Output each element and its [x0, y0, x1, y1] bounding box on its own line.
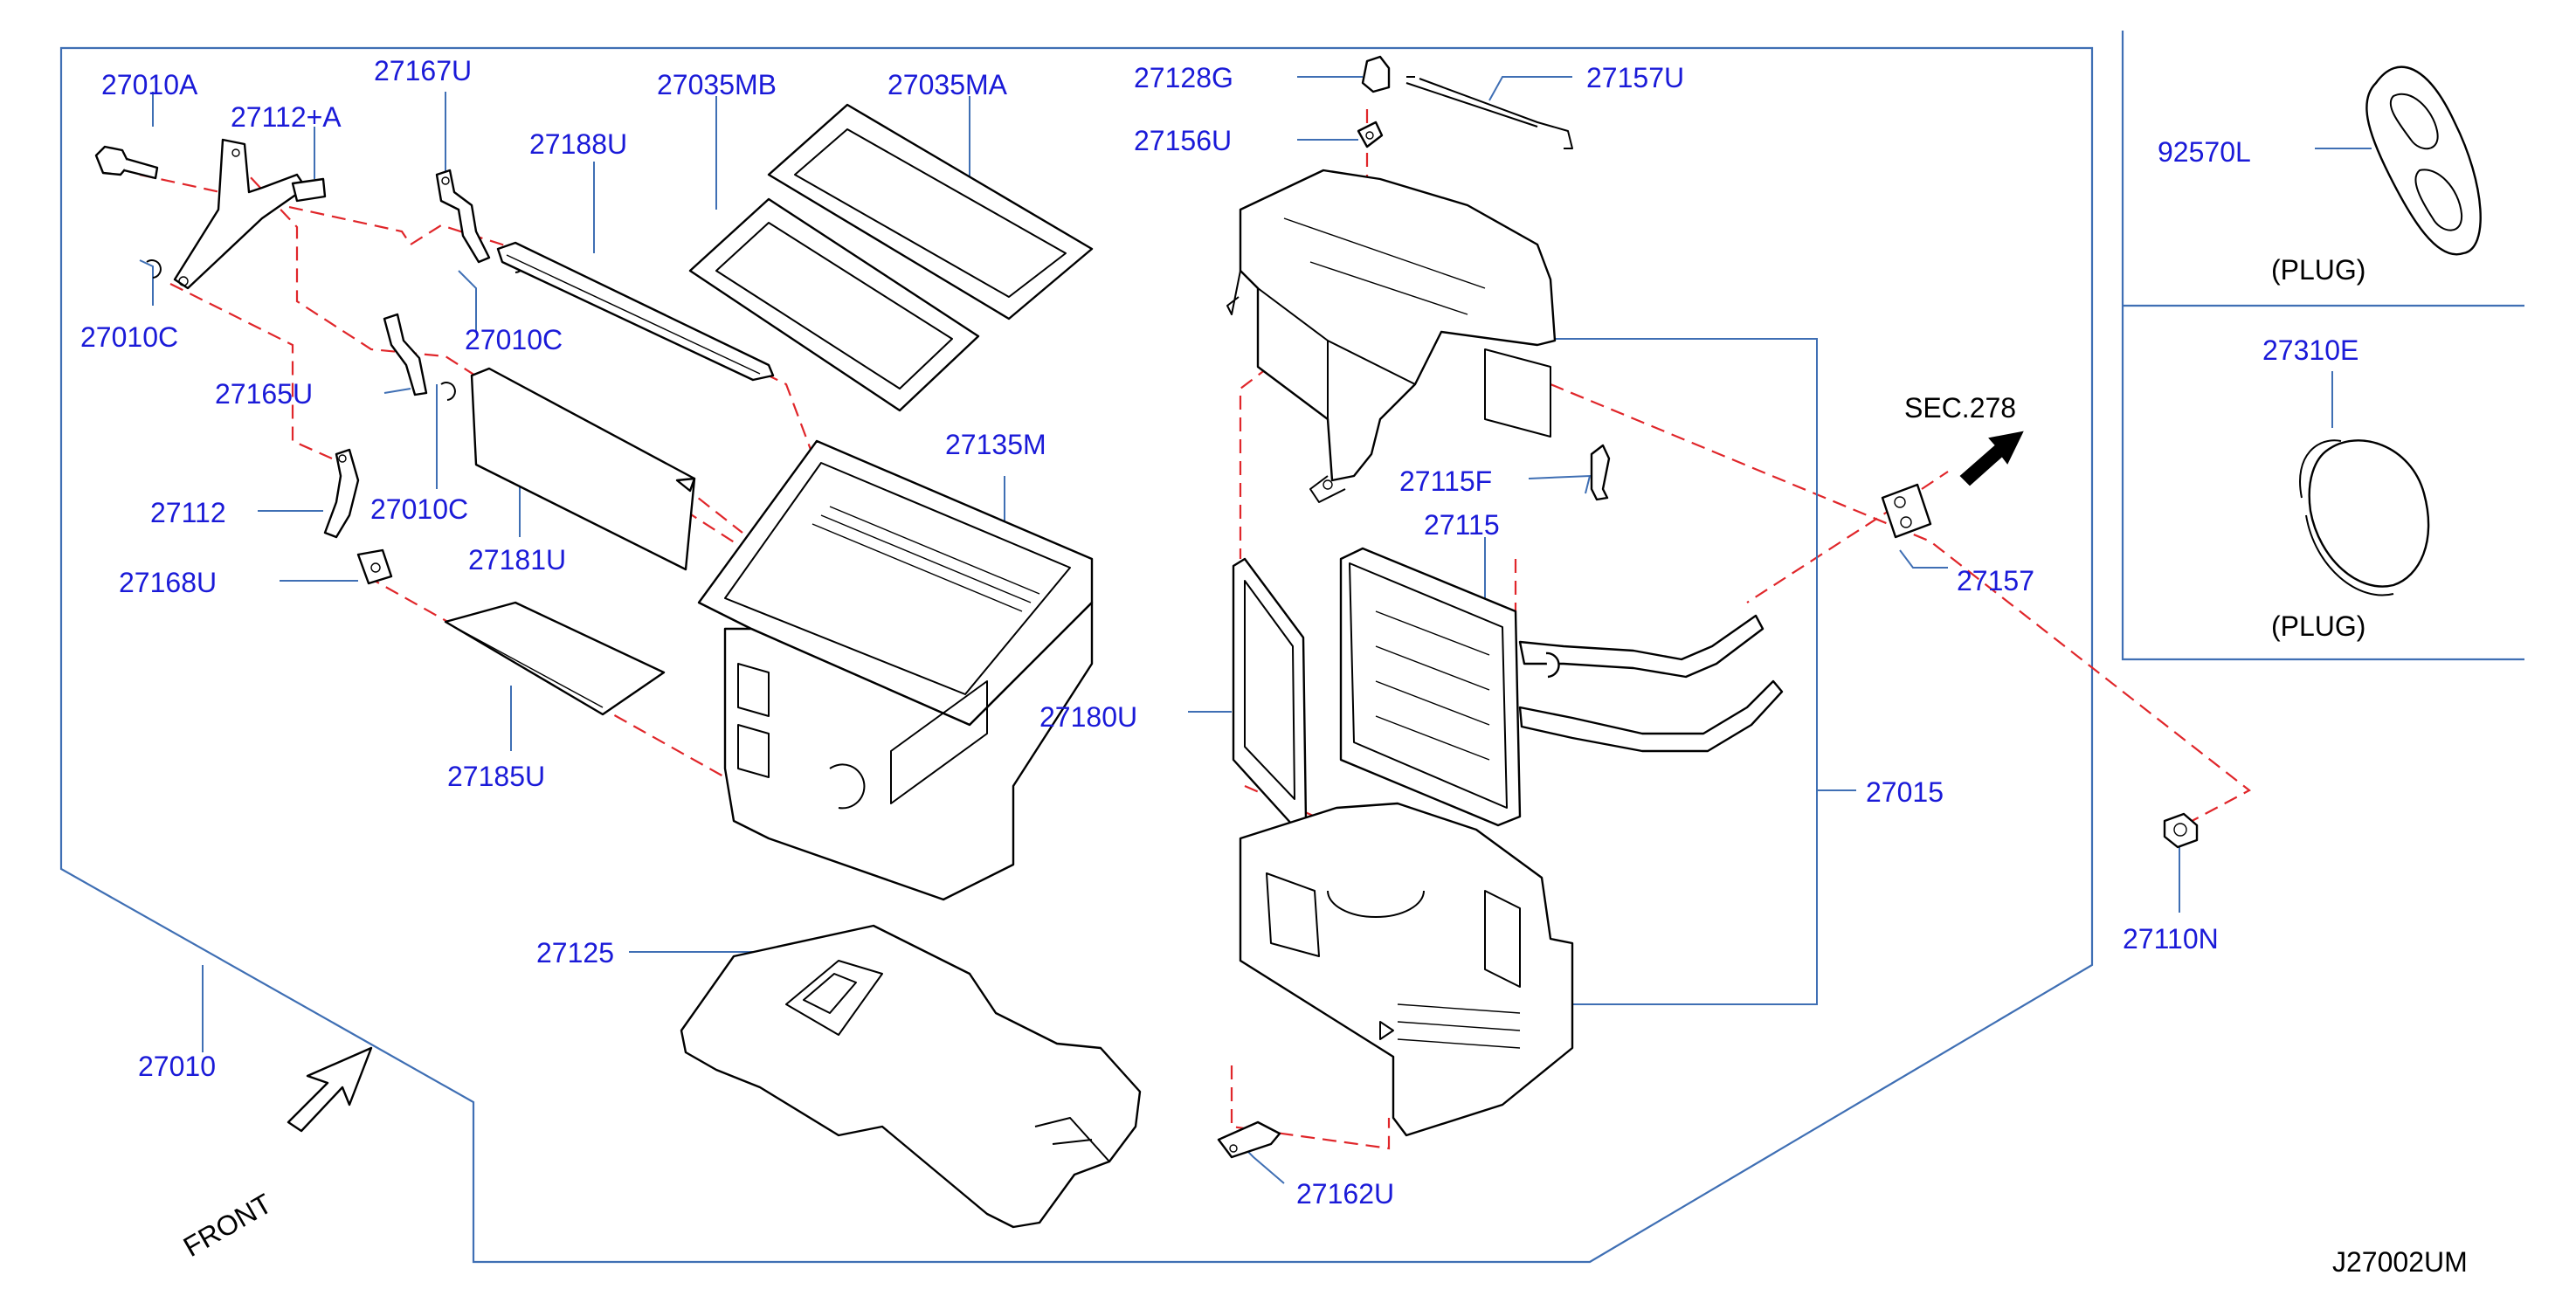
sec-arrow-icon	[1959, 431, 2024, 486]
label-27125: 27125	[536, 937, 614, 969]
label-27010: 27010	[138, 1051, 216, 1082]
filter-frame-27035MB	[688, 197, 980, 412]
label-27010C-3: 27010C	[370, 493, 468, 525]
filter-27180U	[1232, 557, 1308, 827]
label-sec-278: SEC.278	[1904, 392, 2016, 424]
front-arrow-icon	[287, 1046, 373, 1133]
label-27165U: 27165U	[215, 378, 313, 410]
duct-27125	[680, 924, 1142, 1229]
heater-case-lower	[1239, 802, 1574, 1137]
bracket-27162U	[1217, 1120, 1281, 1159]
intake-case-27135M	[697, 439, 1094, 901]
label-27010C-1: 27010C	[80, 321, 178, 353]
plug-92570L	[2365, 65, 2482, 256]
label-27180U: 27180U	[1039, 701, 1137, 733]
sensor-27128G	[1361, 55, 1391, 93]
label-27188U: 27188U	[529, 128, 627, 160]
link-27167U	[435, 169, 491, 264]
label-front: FRONT	[178, 1188, 277, 1263]
heater-core-27115	[1339, 547, 1784, 827]
main-assembly-frame	[59, 46, 2094, 1264]
label-92570L: 92570L	[2158, 136, 2251, 168]
label-27167U: 27167U	[374, 55, 472, 86]
clip-27010C-1	[146, 259, 162, 279]
label-27128G: 27128G	[1134, 62, 1233, 93]
label-27112: 27112	[150, 497, 226, 528]
diagram-code: J27002UM	[2332, 1246, 2468, 1278]
label-27310E: 27310E	[2262, 334, 2358, 366]
door-27181U	[470, 367, 696, 571]
label-27015: 27015	[1866, 776, 1944, 808]
label-27035MB: 27035MB	[657, 69, 777, 100]
label-27157: 27157	[1957, 565, 2034, 596]
label-27010C-2: 27010C	[465, 324, 563, 355]
clip-27010C-3	[440, 382, 456, 401]
heater-case-upper	[1226, 169, 1557, 503]
filter-frame-27035MA	[767, 103, 1094, 321]
label-27112A: 27112+A	[231, 101, 342, 133]
door-27188U	[496, 241, 775, 382]
clip-27115F	[1590, 444, 1611, 501]
clip-27156U	[1357, 121, 1384, 148]
lever-27112A	[173, 138, 327, 290]
link-27165U	[383, 313, 428, 396]
door-27185U	[444, 601, 666, 716]
label-27181U: 27181U	[468, 544, 566, 576]
bolt-27010A	[94, 145, 159, 180]
label-27185U: 27185U	[447, 761, 545, 792]
label-plug-1: (PLUG)	[2271, 254, 2365, 286]
label-27010A: 27010A	[101, 69, 198, 100]
label-27115F: 27115F	[1399, 465, 1492, 497]
label-27157U: 27157U	[1586, 62, 1684, 93]
plug-27310E	[2299, 439, 2430, 596]
label-27168U: 27168U	[119, 567, 217, 598]
grommet-27157	[1881, 483, 1932, 539]
label-27135M: 27135M	[945, 429, 1046, 460]
leader-lines	[139, 76, 2372, 1184]
label-27115: 27115	[1424, 509, 1500, 541]
lever-27112	[323, 448, 360, 539]
nut-27110N	[2163, 812, 2199, 849]
label-27162U: 27162U	[1296, 1178, 1394, 1210]
sensor-wire-27157U	[1405, 76, 1573, 149]
label-27035MA: 27035MA	[887, 69, 1008, 100]
label-27110N: 27110N	[2123, 923, 2219, 955]
label-plug-2: (PLUG)	[2271, 610, 2365, 642]
label-27156U: 27156U	[1134, 125, 1232, 156]
right-panel-divider	[2121, 31, 2524, 661]
bracket-27168U	[356, 548, 393, 585]
